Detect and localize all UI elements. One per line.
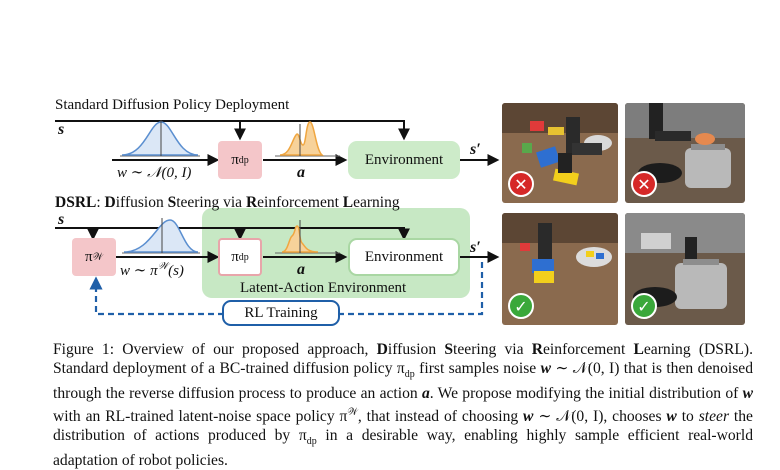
top-action-label: a xyxy=(297,164,305,181)
photo-bottom-left-success: ✓ xyxy=(502,213,618,325)
bottom-action-dist-plot xyxy=(275,220,340,254)
top-noise-label: w ∼ 𝒩(0, I) xyxy=(117,165,192,181)
top-policy-subscript: dp xyxy=(238,154,249,166)
photo-bottom-right-success: ✓ xyxy=(625,213,745,325)
rl-training-box: RL Training xyxy=(222,300,340,326)
latent-policy-superscript: 𝒲 xyxy=(92,251,104,263)
latent-env-label: Latent-Action Environment xyxy=(240,280,407,296)
bottom-gaussian-plot xyxy=(122,218,200,254)
bottom-policy-subscript: dp xyxy=(238,251,249,263)
bottom-policy-label: π xyxy=(231,248,239,265)
photo-top-right-failure: ✕ xyxy=(625,103,745,203)
success-badge-icon: ✓ xyxy=(631,293,657,319)
success-badge-icon: ✓ xyxy=(508,293,534,319)
top-environment-box: Environment xyxy=(348,141,460,179)
bottom-state-label: s xyxy=(58,211,65,228)
robot-tabletop-success-illustration xyxy=(502,213,618,325)
top-action-dist-plot xyxy=(275,121,340,157)
top-panel-title: Standard Diffusion Policy Deployment xyxy=(55,97,290,113)
failure-badge-icon: ✕ xyxy=(631,171,657,197)
bottom-noise-label: w ∼ π𝒲(s) xyxy=(120,261,184,279)
top-state-label: s xyxy=(58,121,65,138)
latent-policy-label: π xyxy=(84,248,93,265)
top-policy-label: π xyxy=(231,151,239,168)
bottom-panel-title: DSRL: Diffusion Steering via Reinforceme… xyxy=(55,194,400,211)
top-next-state-label: s′ xyxy=(470,141,481,158)
failure-badge-icon: ✕ xyxy=(508,171,534,197)
photo-top-left-failure: ✕ xyxy=(502,103,618,203)
bottom-environment-box: Environment xyxy=(348,238,460,276)
bottom-next-state-label: s′ xyxy=(470,239,481,256)
top-gaussian-plot xyxy=(120,120,200,157)
robot-tabletop-scene-illustration xyxy=(502,103,618,203)
figure-caption: Figure 1: Overview of our proposed appro… xyxy=(53,341,754,470)
bottom-action-label: a xyxy=(297,261,305,278)
